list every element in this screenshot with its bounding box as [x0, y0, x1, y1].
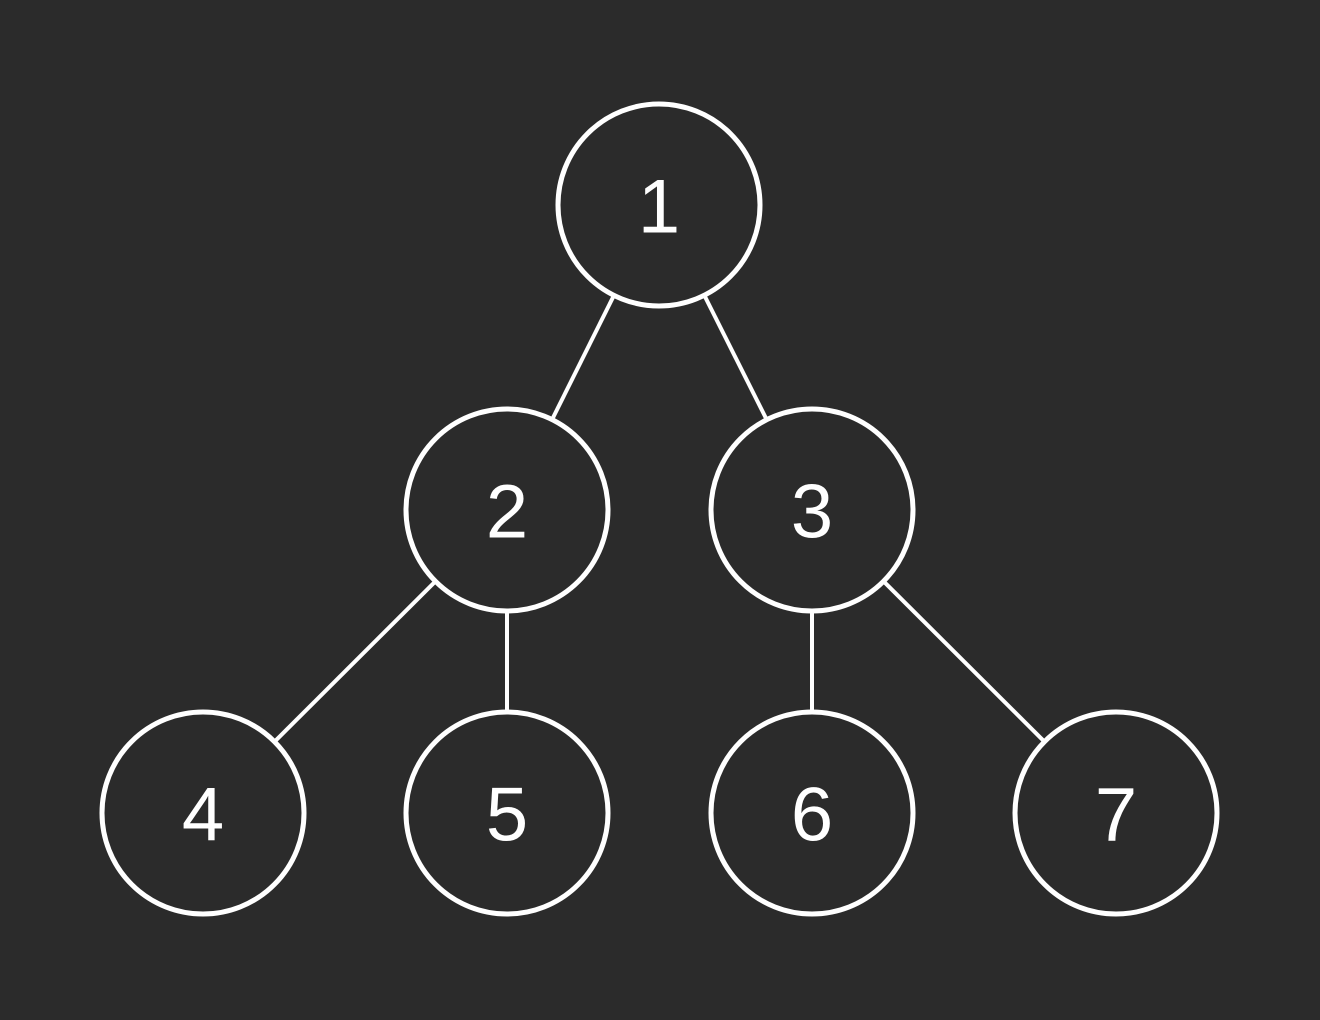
tree-node-1: 1 [555, 101, 763, 309]
edge-n1-n2 [550, 294, 616, 421]
node-label: 6 [791, 773, 833, 858]
tree-node-5: 5 [403, 709, 611, 917]
node-label: 1 [638, 165, 680, 250]
tree-node-7: 7 [1012, 709, 1220, 917]
node-circle [403, 406, 611, 614]
edge-n1-n3 [702, 294, 769, 421]
tree-node-2: 2 [403, 406, 611, 614]
node-label: 4 [182, 773, 224, 858]
node-circle [555, 101, 763, 309]
tree-node-4: 4 [99, 709, 307, 917]
nodes-layer: 1 2 3 4 5 6 7 [99, 101, 1220, 917]
edge-n3-n7 [882, 579, 1046, 744]
node-label: 7 [1095, 773, 1137, 858]
tree-node-6: 6 [708, 709, 916, 917]
node-circle [1012, 709, 1220, 917]
node-label: 2 [486, 470, 528, 555]
tree-node-3: 3 [708, 406, 916, 614]
edges-layer [273, 294, 1046, 744]
node-circle [708, 709, 916, 917]
node-label: 3 [791, 470, 833, 555]
node-label: 5 [486, 773, 528, 858]
node-circle [99, 709, 307, 917]
node-circle [403, 709, 611, 917]
node-circle [708, 406, 916, 614]
edge-n2-n4 [273, 579, 437, 744]
